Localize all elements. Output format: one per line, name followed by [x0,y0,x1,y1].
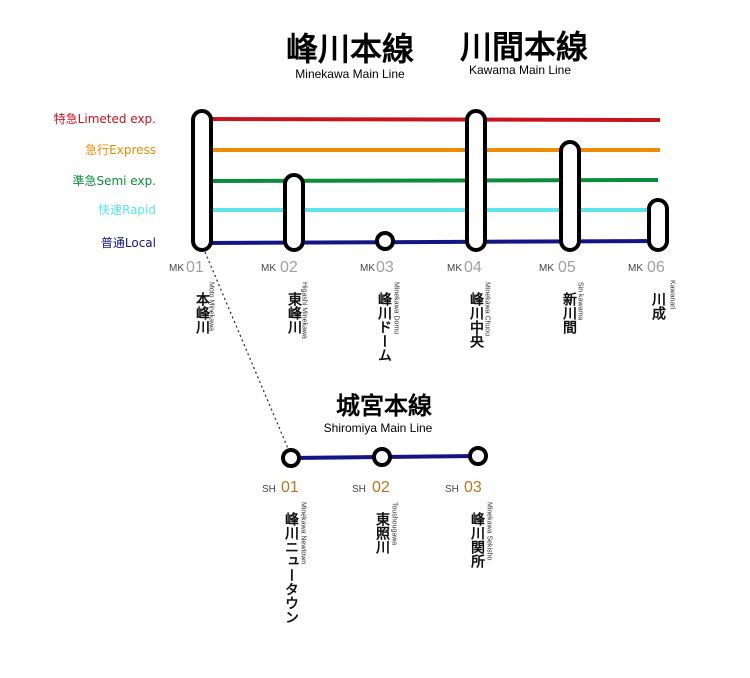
mk05-label: MK 05 新川間 Sin kawama [539,259,584,335]
mk02-label: MK 02 東峰川 Higashi Minekawa [261,259,308,339]
station-code-number: 03 [376,259,394,276]
line-semi [201,178,659,183]
mk04-marker[interactable] [465,109,487,252]
sh-station-labels: SH 01 峰川ニュータウン Minekawa Newtown SH 02 東照… [262,479,493,624]
sh01-marker[interactable] [281,448,301,468]
station-code-number: 02 [280,259,298,276]
station-markers [191,109,669,468]
service-legend: 特急Limeted exp. 急行Express 準急Semi exp. 快速R… [54,111,156,250]
service-label-semi: 準急Semi exp. [72,173,156,188]
mk04-label: MK 04 峰川中央 Minekawa Chuou [447,259,491,349]
station-code-prefix: MK [539,263,554,274]
service-label-express: 急行Express [85,142,156,157]
station-code-number: 02 [372,479,390,496]
service-label-local: 普通Local [101,236,156,250]
station-name-jp: 東峰川 [286,291,303,334]
station-code-number: 01 [186,259,204,276]
mk06-label: MK 06 川成 Kawanari [628,259,676,321]
line-limited [201,117,661,122]
sh03-marker[interactable] [468,446,488,466]
sh01-label: SH 01 峰川ニュータウン Minekawa Newtown [262,479,307,624]
station-name-jp: 新川間 [561,291,578,335]
shiromiya-title-jp: 城宮本線 [336,392,432,420]
station-code-prefix: MK [447,263,462,274]
station-name-jp: 川成 [650,292,667,321]
sh02-label: SH 02 東照川 Toushougawa [352,479,398,554]
mk01-label: MK 01 本峰川 Moto Minekawa [169,259,215,334]
station-name-en: Higashi Minekawa [301,282,308,339]
station-code-prefix: MK [360,263,375,274]
station-code-number: 01 [281,479,299,496]
station-name-jp: 峰川中央 [468,291,485,349]
station-code-prefix: MK [261,263,276,274]
sh02-marker[interactable] [372,447,392,467]
station-name-jp: 峰川ニュータウン [283,511,300,624]
station-code-number: 03 [464,479,482,496]
station-code-prefix: SH [445,484,459,495]
shiromiya-title-en: Shiromiya Main Line [324,421,433,435]
station-name-en: Kawanari [669,280,676,310]
service-label-rapid: 快速Rapid [98,203,156,217]
station-name-en: Minekawa Sekisho [486,502,493,560]
transfer-connector [204,251,290,452]
station-code-prefix: MK [628,263,643,274]
mk06-marker[interactable] [647,198,669,252]
minekawa-title-en: Minekawa Main Line [295,67,405,81]
station-code-prefix: MK [169,263,184,274]
station-code-number: 05 [558,259,576,276]
station-name-en: Sin kawama [577,282,584,320]
station-name-en: Minekawa Newtown [300,502,307,564]
kawama-title-jp: 川間本線 [460,28,588,66]
station-name-jp: 本峰川 [194,291,211,334]
station-name-jp: 峰川関所 [469,511,486,569]
station-name-en: Moto Minekawa [208,282,215,331]
station-name-en: Minekawa Chuou [484,282,491,336]
station-name-en: Minekawa Domu [393,282,400,334]
mk-station-labels: MK 01 本峰川 Moto Minekawa MK 02 東峰川 Higash… [169,259,676,362]
mk03-marker[interactable] [375,231,395,251]
station-name-jp: 東照川 [374,511,391,554]
minekawa-title-jp: 峰川本線 [286,30,414,68]
station-name-jp: 峰川ドーム [376,291,393,362]
kawama-title-en: Kawama Main Line [469,63,571,77]
mk02-marker[interactable] [283,173,305,252]
station-code-prefix: SH [262,484,276,495]
service-label-limited: 特急Limeted exp. [54,111,156,126]
station-code-number: 04 [464,259,482,276]
mk01-marker[interactable] [191,109,213,252]
line-local [201,239,659,245]
sh03-label: SH 03 峰川関所 Minekawa Sekisho [445,479,493,569]
mk03-label: MK 03 峰川ドーム Minekawa Domu [360,259,400,362]
mk05-marker[interactable] [559,140,581,252]
station-name-en: Toushougawa [391,502,398,545]
station-code-prefix: SH [352,484,366,495]
station-code-number: 06 [647,259,665,276]
